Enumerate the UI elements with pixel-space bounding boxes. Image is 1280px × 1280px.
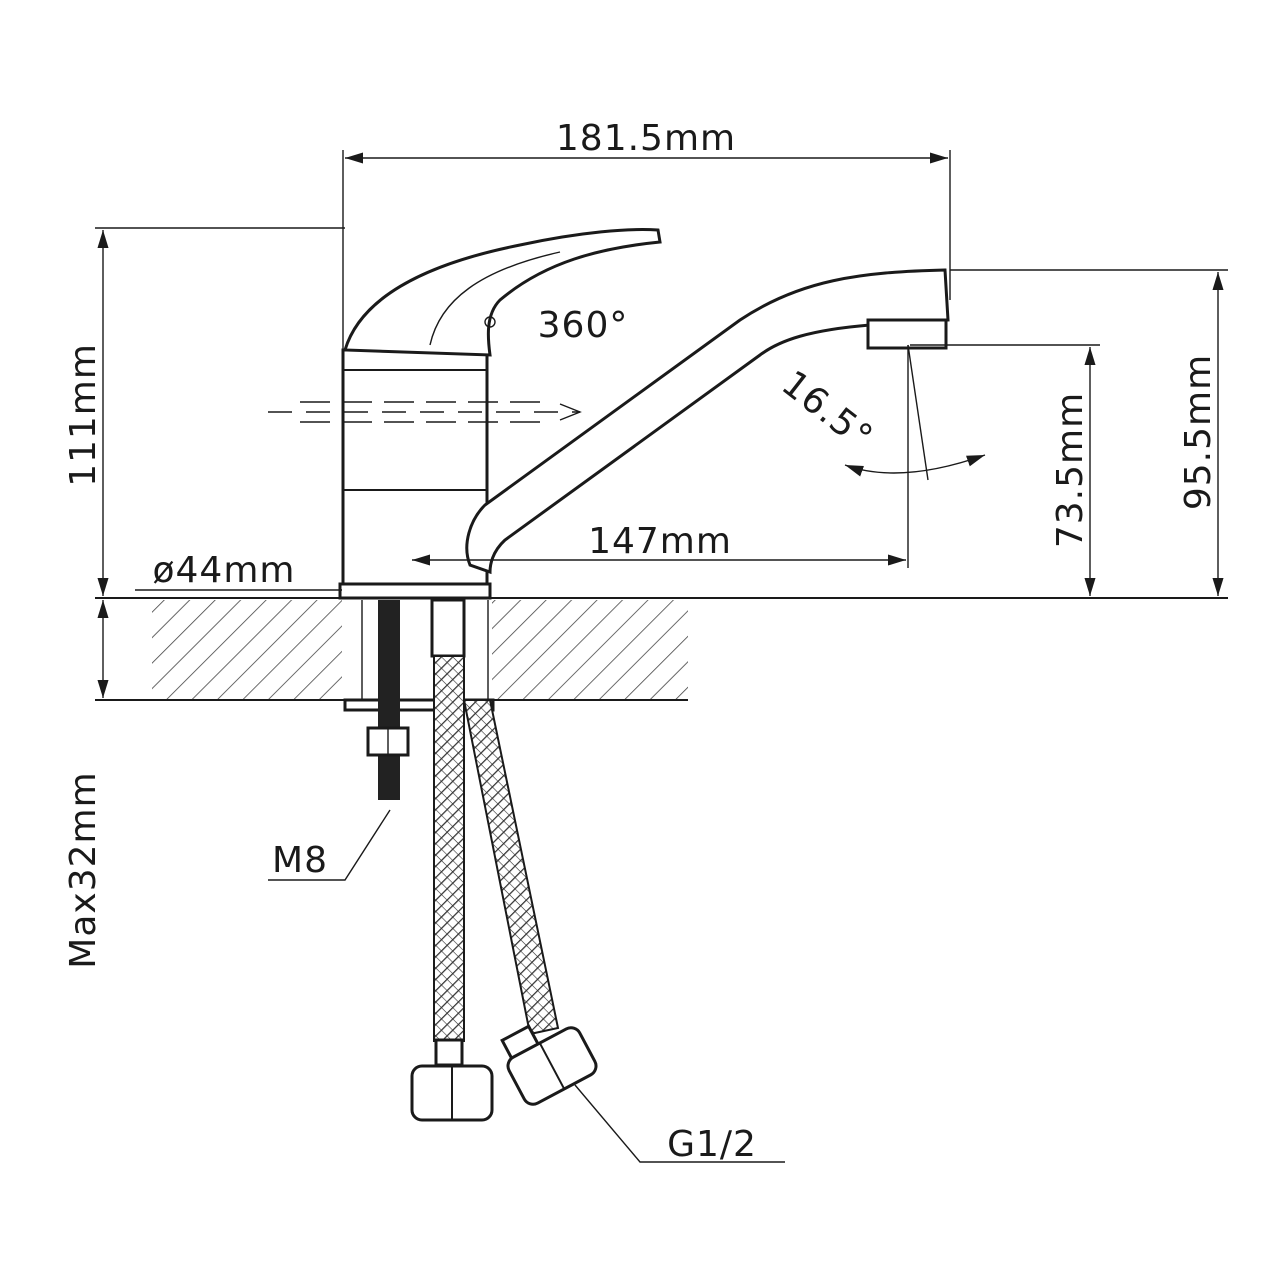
spout-reach-label: 147mm xyxy=(588,521,732,562)
faucet-body xyxy=(268,348,582,600)
spout-angle-label: 16.5° xyxy=(774,363,881,459)
lever-handle xyxy=(343,228,662,357)
base-diameter-label: ø44mm xyxy=(153,550,296,591)
overall-length-label: 181.5mm xyxy=(556,118,736,159)
spout xyxy=(465,268,950,575)
countertop xyxy=(95,597,1228,712)
max-countertop-label: Max32mm xyxy=(63,771,104,968)
hose-thread-label: G1/2 xyxy=(667,1124,757,1165)
supply-hoses xyxy=(410,598,785,1163)
dimension-lines xyxy=(95,150,1228,698)
total-height-label: 111mm xyxy=(63,343,104,487)
mounting-bolt xyxy=(268,600,410,881)
mount-bolt-label: M8 xyxy=(272,840,328,881)
spout-top-height-label: 95.5mm xyxy=(1178,354,1219,510)
spout-outlet-height-label: 73.5mm xyxy=(1050,392,1091,548)
lever-rotation-label: 360° xyxy=(538,305,629,346)
